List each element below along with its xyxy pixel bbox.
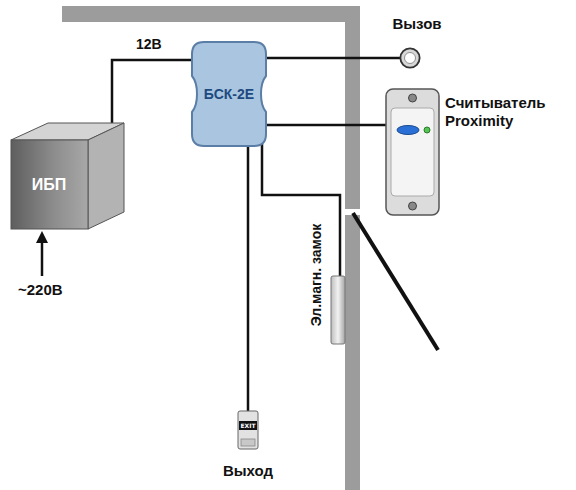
- supply-label: ~220В: [18, 281, 63, 298]
- wire: [112, 60, 198, 124]
- ups-box: ИБП: [10, 122, 125, 230]
- shape-outline: [385, 88, 440, 216]
- door-leaf: [353, 213, 438, 350]
- shape-outline: [237, 410, 259, 450]
- shape-outline: [10, 122, 125, 230]
- wall: [62, 6, 360, 22]
- shape-outline: [399, 47, 421, 69]
- shape-outline: [330, 275, 346, 345]
- device-label: Вызов: [385, 15, 449, 32]
- mains-arrow: [41, 240, 44, 276]
- voltage-label: 12В: [135, 36, 163, 52]
- exit-button: EXITВыход: [237, 410, 259, 450]
- wall: [345, 215, 360, 490]
- device-label: Эл.магн. замок: [308, 224, 324, 327]
- wire: [260, 124, 391, 127]
- wire: [260, 57, 401, 60]
- arrow-head: [36, 231, 48, 243]
- proximity-reader: Считыватель Proximity: [385, 88, 440, 216]
- device-label: Выход: [198, 462, 298, 479]
- controller-box: БСК-2Е: [190, 40, 268, 148]
- button-text: EXIT: [239, 421, 257, 430]
- device-label: ИБП: [10, 176, 88, 194]
- magnetic-lock: Эл.магн. замок: [330, 275, 346, 345]
- call-button: Вызов: [399, 47, 421, 69]
- device-label: БСК-2Е: [190, 86, 268, 102]
- wall: [345, 6, 360, 209]
- device-label: Считыватель Proximity: [445, 94, 563, 130]
- wire: [262, 144, 340, 277]
- wire: [247, 144, 250, 412]
